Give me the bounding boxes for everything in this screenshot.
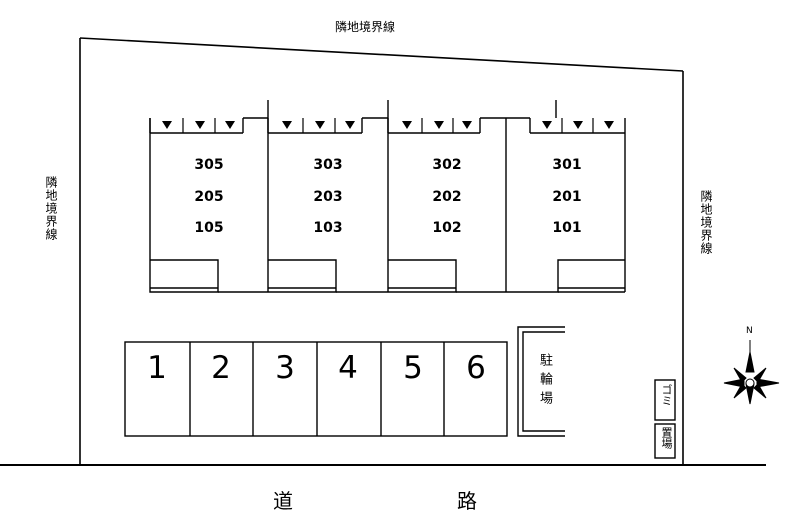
room-number: 103 — [313, 220, 343, 236]
bike-parking-area — [517, 326, 565, 437]
buildings-outline — [149, 100, 626, 293]
room-number: 305 — [194, 157, 224, 173]
room-number: 302 — [432, 157, 462, 173]
left-boundary-label: 隣地境界線 — [44, 176, 58, 241]
room-number: 205 — [194, 189, 224, 205]
right-boundary-label: 隣地境界線 — [699, 190, 713, 255]
balcony-markers — [162, 121, 614, 129]
parking-space-number: 4 — [338, 350, 358, 386]
garbage-area — [654, 379, 676, 459]
road-label: 道 — [273, 489, 293, 513]
road-label: 路 — [457, 489, 477, 513]
room-number: 202 — [432, 189, 462, 205]
parking-space-number: 1 — [147, 350, 167, 386]
room-number: 101 — [552, 220, 582, 236]
room-number: 105 — [194, 220, 224, 236]
parking-space-number: 2 — [211, 350, 231, 386]
compass-north-label: N — [746, 326, 753, 336]
room-number: 301 — [552, 157, 582, 173]
room-number: 203 — [313, 189, 343, 205]
bike-parking-label: 駐輪場 — [537, 353, 552, 410]
room-number: 303 — [313, 157, 343, 173]
parking-space-number: 5 — [403, 350, 423, 386]
room-number: 102 — [432, 220, 462, 236]
garbage-label: 置場 — [660, 427, 673, 449]
garbage-label: ゴミ — [660, 384, 673, 406]
parking-space-number: 3 — [275, 350, 295, 386]
parking-space-number: 6 — [466, 350, 486, 386]
parking-lot — [124, 341, 508, 437]
top-boundary-label: 隣地境界線 — [335, 20, 396, 34]
room-number: 201 — [552, 189, 582, 205]
compass-icon — [723, 340, 780, 405]
